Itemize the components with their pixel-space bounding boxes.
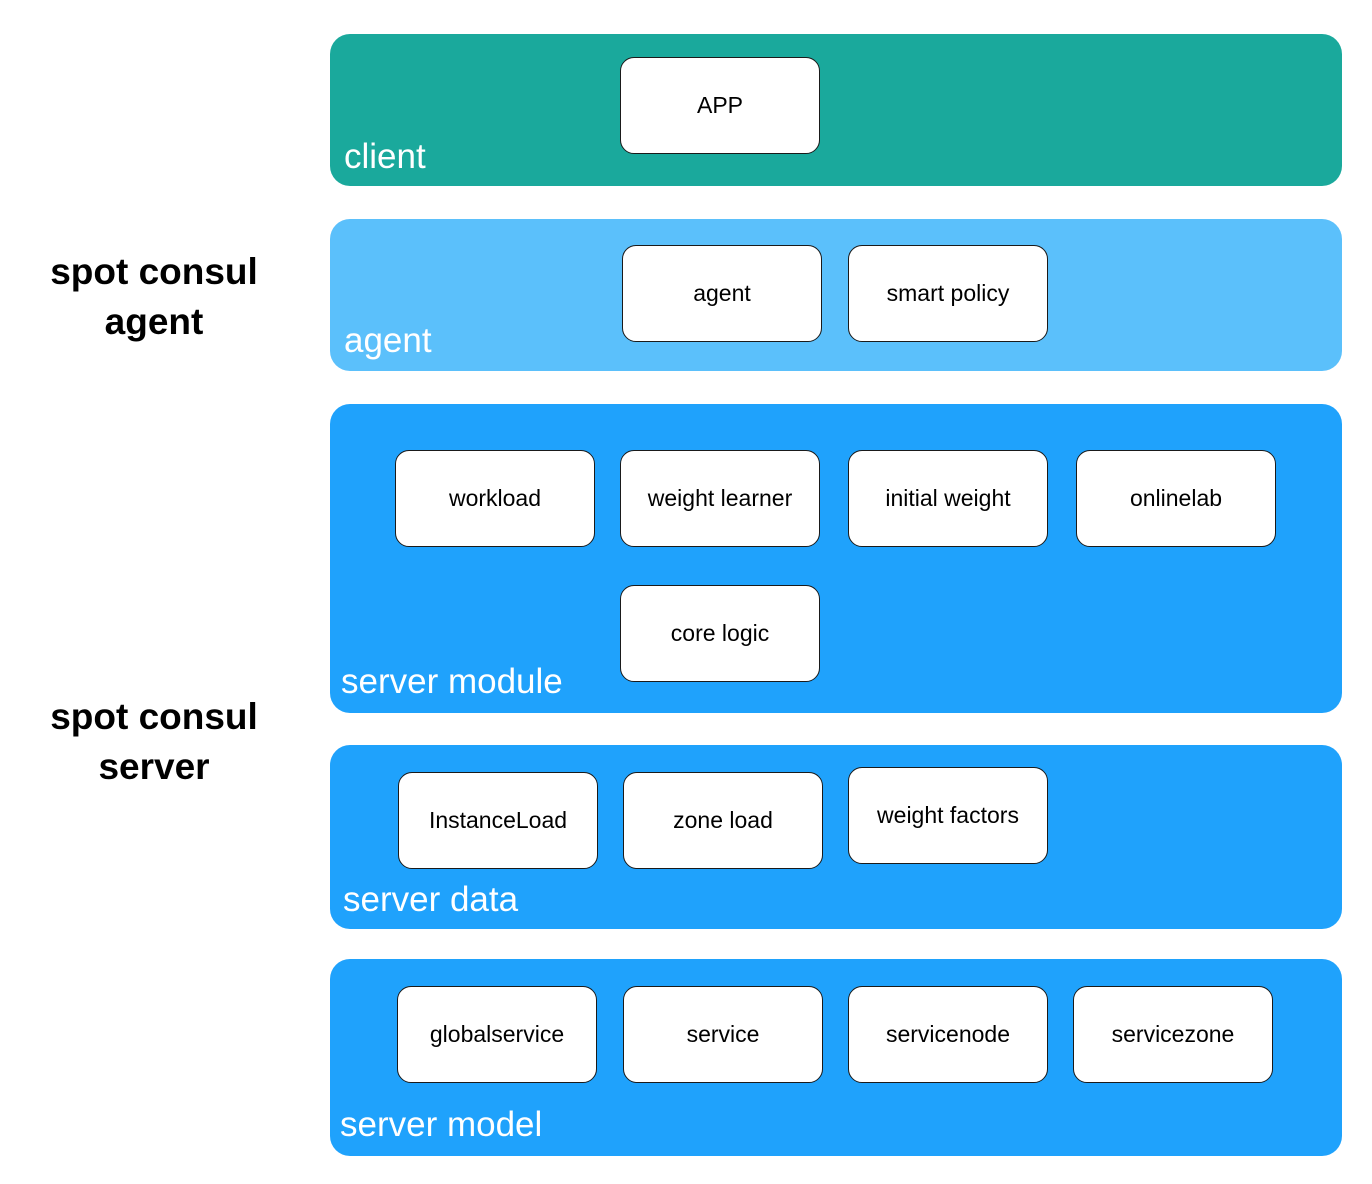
layer-label-server-data: server data	[343, 880, 519, 919]
side-label-line: spot consul	[50, 696, 258, 737]
component-weight-learner: weight learner	[620, 450, 820, 547]
component-zone-load: zone load	[623, 772, 823, 869]
layer-label-server-module: server module	[341, 662, 563, 701]
component-smart-policy: smart policy	[848, 245, 1048, 342]
side-label-spot-consul-server: spot consul server	[24, 692, 284, 792]
component-globalservice: globalservice	[397, 986, 597, 1083]
component-weight-factors: weight factors	[848, 767, 1048, 864]
layer-label-agent: agent	[344, 321, 432, 360]
component-app: APP	[620, 57, 820, 154]
component-workload: workload	[395, 450, 595, 547]
side-label-line: spot consul	[50, 251, 258, 292]
side-label-line: server	[98, 746, 210, 787]
side-label-spot-consul-agent: spot consul agent	[24, 247, 284, 347]
side-label-line: agent	[104, 301, 204, 342]
layer-client: client APP	[330, 34, 1342, 186]
component-servicenode: servicenode	[848, 986, 1048, 1083]
component-instanceload: InstanceLoad	[398, 772, 598, 869]
layer-server-module: server module workload weight learner in…	[330, 404, 1342, 713]
layer-agent: agent agent smart policy	[330, 219, 1342, 371]
component-servicezone: servicezone	[1073, 986, 1273, 1083]
component-initial-weight: initial weight	[848, 450, 1048, 547]
layer-server-data: server data InstanceLoad zone load weigh…	[330, 745, 1342, 929]
component-core-logic: core logic	[620, 585, 820, 682]
layer-server-model: server model globalservice service servi…	[330, 959, 1342, 1156]
layer-label-server-model: server model	[340, 1105, 543, 1144]
component-service: service	[623, 986, 823, 1083]
component-agent: agent	[622, 245, 822, 342]
layer-label-client: client	[344, 137, 426, 176]
component-onlinelab: onlinelab	[1076, 450, 1276, 547]
